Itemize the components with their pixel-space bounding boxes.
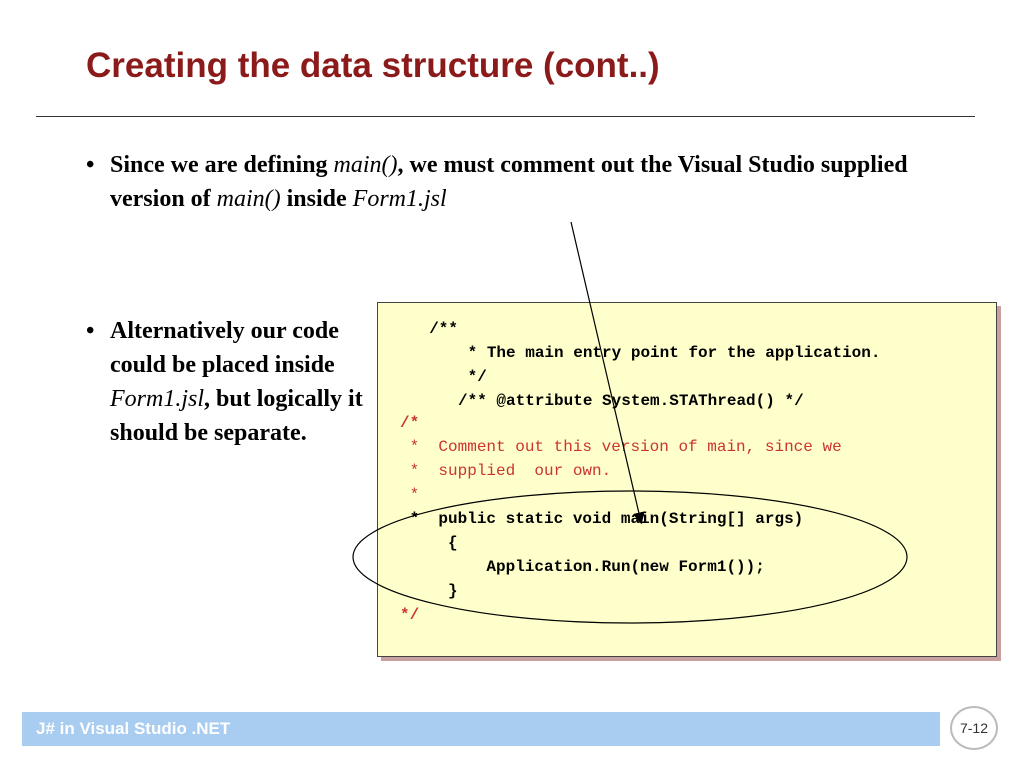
code-line: } <box>400 582 458 600</box>
code-line: Application.Run(new Form1()); <box>400 558 765 576</box>
code-line: * <box>400 486 420 504</box>
bullet1-main-ref-2: main() <box>216 186 281 212</box>
bullet-alternative: • Alternatively our code could be placed … <box>86 314 370 450</box>
footer-text: J# in Visual Studio .NET <box>36 719 231 738</box>
code-line: */ <box>400 606 420 624</box>
bullet1-text-1: Since we are defining <box>110 152 334 178</box>
bullet-main-comment: • Since we are defining main(), we must c… <box>86 148 970 216</box>
bullet1-main-ref-1: main() <box>333 152 398 178</box>
page-number: 7-12 <box>950 706 998 750</box>
slide-title: Creating the data structure (cont..) <box>86 46 660 85</box>
code-line: { <box>400 534 458 552</box>
code-line: /* <box>400 414 420 432</box>
code-line: * supplied our own. <box>400 462 612 480</box>
code-line: * The main entry point for the applicati… <box>410 344 881 362</box>
code-line: * Comment out this version of main, sinc… <box>400 438 842 456</box>
footer-bar: J# in Visual Studio .NET <box>22 712 940 746</box>
bullet-dot: • <box>86 152 95 178</box>
bullet1-text-2: , we must comment out the Visual Studio … <box>110 152 908 212</box>
code-box: /** * The main entry point for the appli… <box>377 302 997 657</box>
bullet-dot: • <box>86 318 95 344</box>
code-line: */ <box>410 368 487 386</box>
bullet1-file-ref: Form1.jsl <box>352 186 447 212</box>
bullet2-text-1: Alternatively our code could be placed i… <box>110 318 339 378</box>
bullet2-text-2: , but logically it should be separate. <box>110 386 363 446</box>
bullet2-file-ref: Form1.jsl <box>110 386 205 412</box>
code-line: * public static void main(String[] args) <box>400 510 804 528</box>
title-divider <box>36 116 975 117</box>
bullet1-text-3: inside <box>280 186 353 212</box>
code-line: /** <box>410 320 459 338</box>
code-line: /** @attribute System.STAThread() */ <box>410 392 804 410</box>
